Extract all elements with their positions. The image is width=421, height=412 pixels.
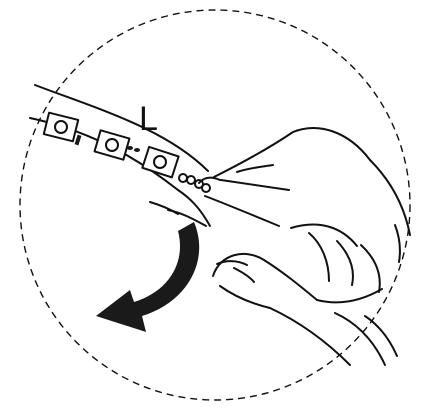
- strip-label: L: [139, 100, 158, 138]
- trace-dot: [127, 146, 133, 150]
- trace-dot-2: [134, 148, 140, 152]
- led-chip-1: [44, 113, 78, 142]
- backing-tail-edge: [150, 202, 178, 214]
- dashed-circle-frame: [20, 10, 410, 400]
- strip-end-pads: [179, 174, 210, 192]
- led-strip: [30, 85, 210, 226]
- resistor-mark: [75, 135, 82, 146]
- peel-direction-arrow: [96, 222, 199, 332]
- led-chip-2: [95, 130, 130, 159]
- upper-hand: [199, 128, 410, 292]
- led-chip-3: [142, 147, 178, 178]
- lower-hand: [213, 254, 397, 365]
